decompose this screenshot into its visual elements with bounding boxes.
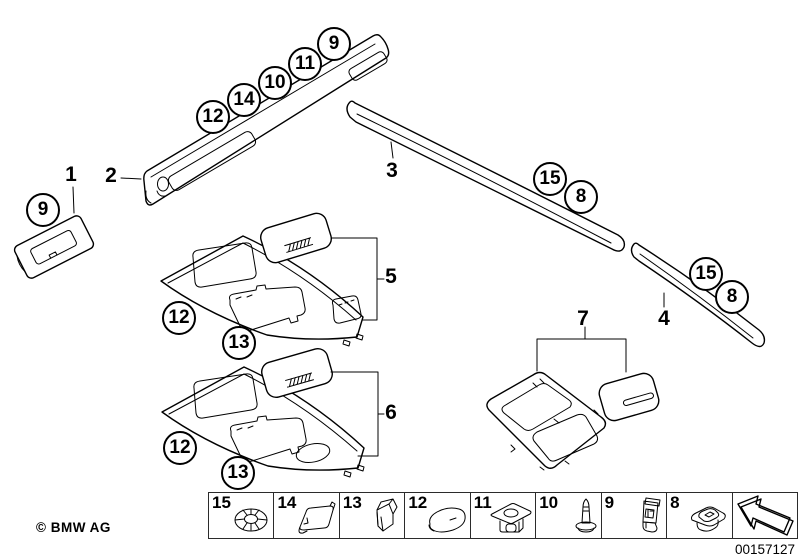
bracket-clip-icon	[642, 497, 661, 533]
spring-clip-icon	[376, 498, 398, 532]
legend-cell-15[interactable]: 15	[209, 493, 275, 538]
expansion-rivet-icon	[575, 498, 597, 533]
part-label-7[interactable]: 7	[577, 307, 589, 330]
callout-circle-12b[interactable]: 12	[162, 301, 196, 335]
callout-circle-10[interactable]: 10	[258, 66, 292, 100]
part-6-center-console-trim	[161, 345, 365, 478]
legend-cell-10[interactable]: 10	[536, 493, 602, 538]
copyright-text: © BMW AG	[36, 520, 111, 535]
part-3-door-strip-front	[346, 100, 626, 252]
legend-cell-11[interactable]: 11	[471, 493, 537, 538]
callout-circle-15[interactable]: 15	[533, 162, 567, 196]
legend-cell-9[interactable]: 9	[602, 493, 668, 538]
legend-cell-14[interactable]: 14	[274, 493, 340, 538]
callout-circle-14[interactable]: 14	[227, 83, 261, 117]
legend-cell-8[interactable]: 8	[667, 493, 733, 538]
callout-circle-15b[interactable]: 15	[689, 257, 723, 291]
legend-cell-12[interactable]: 12	[405, 493, 471, 538]
callout-circle-13b[interactable]: 13	[221, 456, 255, 490]
part-7-rear-console-frame	[486, 371, 660, 471]
part-4-door-strip-rear	[630, 242, 766, 348]
part-label-6[interactable]: 6	[385, 401, 397, 424]
oval-cap-icon	[428, 507, 466, 533]
part-label-2[interactable]: 2	[105, 164, 117, 187]
legend-number: 14	[277, 493, 297, 512]
push-nut-clip-icon	[234, 508, 268, 532]
leader-lines	[72, 141, 665, 457]
clip-nut-icon	[490, 503, 532, 533]
part-1-door-trim	[13, 215, 95, 279]
part-label-1[interactable]: 1	[65, 163, 77, 186]
callout-circle-8[interactable]: 8	[564, 180, 598, 214]
grommet-icon	[690, 506, 726, 532]
legend-number: 9	[604, 493, 615, 512]
fastener-legend-table: 15 14 13 12	[208, 492, 798, 539]
legend-number: 12	[408, 493, 428, 512]
part-5-center-console-trim	[160, 210, 364, 347]
legend-cell-back-arrow[interactable]	[733, 493, 797, 538]
part-label-4[interactable]: 4	[658, 307, 670, 330]
callout-circle-12c[interactable]: 12	[163, 431, 197, 465]
callout-circle-13[interactable]: 13	[222, 326, 256, 360]
callout-circle-12[interactable]: 12	[196, 100, 230, 134]
legend-number: 13	[342, 493, 362, 512]
document-number: 00157127	[735, 542, 796, 557]
back-arrow-icon	[736, 495, 794, 536]
legend-number: 8	[670, 493, 680, 512]
callout-circle-9b[interactable]: 9	[26, 193, 60, 227]
part-2-dashboard-trim	[143, 34, 390, 206]
part-7-lid	[598, 372, 660, 422]
metal-clip-icon	[298, 501, 336, 534]
callout-circle-11[interactable]: 11	[288, 47, 322, 81]
legend-number: 15	[212, 493, 231, 512]
part-label-3[interactable]: 3	[386, 159, 398, 182]
callout-circle-9[interactable]: 9	[317, 27, 351, 61]
legend-number: 10	[539, 493, 559, 512]
part-label-5[interactable]: 5	[385, 265, 397, 288]
legend-number: 11	[473, 493, 492, 512]
callout-circle-8b[interactable]: 8	[715, 280, 749, 314]
legend-cell-13[interactable]: 13	[340, 493, 406, 538]
